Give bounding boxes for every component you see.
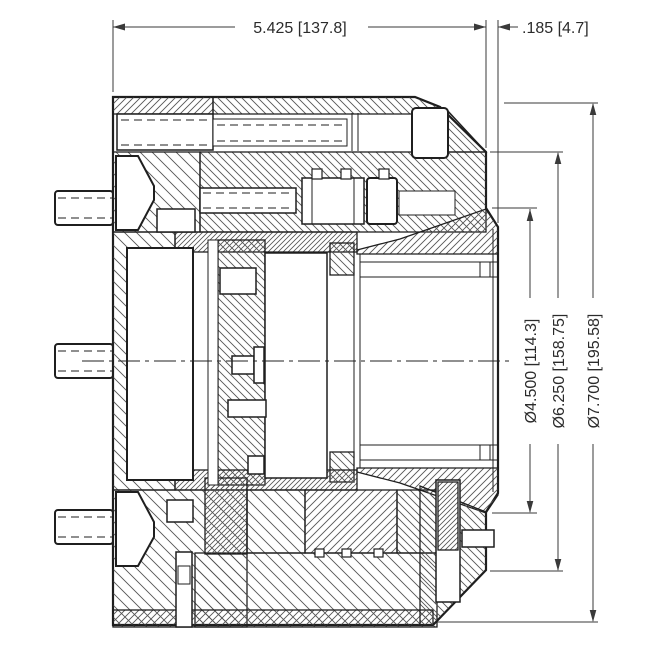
internal-details [115,107,497,628]
adjust-screw [199,187,297,214]
countersink-top [115,155,155,231]
dim-lip-offset-label: .185 [4.7] [522,20,589,37]
dimension-labels: 5.425 [137.8] .185 [4.7] Ø4.500 [114.3] … [253,20,603,428]
cap-screw-head [411,107,449,159]
countersink-bottom [115,491,155,567]
bolt-bottom [54,509,114,545]
dim-dia-pilot-label: Ø4.500 [114.3] [523,319,540,424]
dimension-lines [112,20,598,623]
dim-dia-outer-label: Ø7.700 [195.58] [586,314,603,429]
bearing-bore [126,247,194,481]
bolt-top [54,190,114,226]
locking-screw [175,551,193,628]
dim-overall-width-label: 5.425 [137.8] [253,20,346,37]
dim-dia-mid-label: Ø6.250 [158.75] [551,314,568,429]
